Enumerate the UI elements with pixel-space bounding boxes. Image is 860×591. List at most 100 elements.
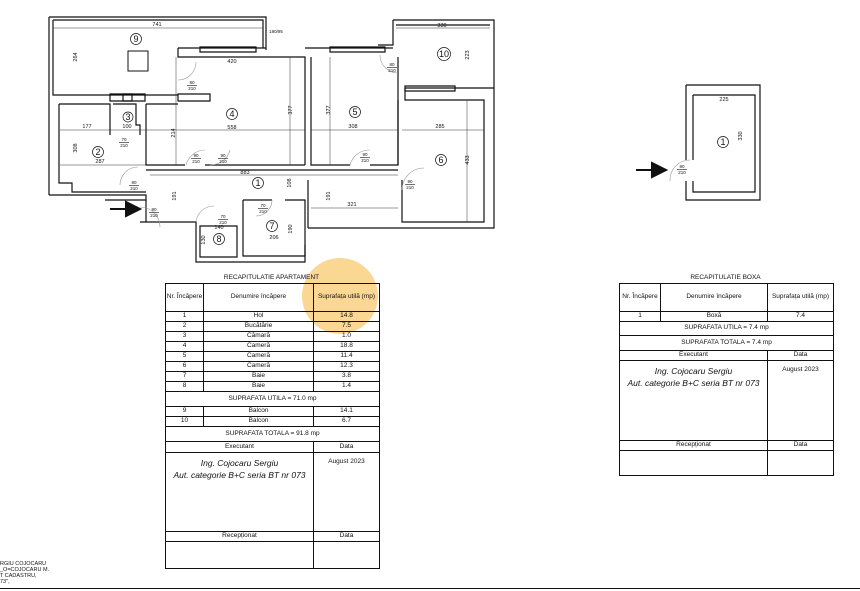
data-label-2: Data <box>767 440 834 451</box>
signature-line: RGIU COJOCARU <box>0 561 47 567</box>
cell-name: Cameră <box>203 341 314 352</box>
boxa-room-number: 1 <box>720 137 725 147</box>
door-height: 210 <box>678 170 686 175</box>
door-height: 210 <box>150 213 158 218</box>
door-width: 70 <box>121 137 127 142</box>
room-number: 1 <box>255 178 260 188</box>
cell-name: Baie <box>203 371 314 382</box>
walls <box>48 16 761 263</box>
date-value: August 2023 <box>313 452 380 532</box>
room-number: 6 <box>438 155 443 165</box>
room-number: 7 <box>269 221 274 231</box>
cell-name: Cămară <box>203 331 314 342</box>
wall <box>308 48 495 229</box>
header-nr: Nr. Încăpere <box>619 283 661 312</box>
cell-area: 18.8 <box>313 341 380 352</box>
wall <box>140 200 306 263</box>
door-width: 70 <box>260 203 266 208</box>
door-swing <box>195 205 215 223</box>
room-number: 2 <box>95 147 100 157</box>
receptionat-date-cell <box>767 450 834 476</box>
cell-area: 14.8 <box>313 311 380 322</box>
door-swing <box>209 149 231 166</box>
wall <box>52 20 178 96</box>
door-width: 90 <box>220 153 226 158</box>
cell-area: 3.8 <box>313 371 380 382</box>
dim-label: 287 <box>95 159 104 165</box>
door-height: 210 <box>388 68 396 73</box>
room-number: 4 <box>229 109 234 119</box>
data-label: Data <box>313 441 380 453</box>
dim-label: 206 <box>269 235 278 241</box>
cell-name: Balcon <box>203 416 314 427</box>
door-swing <box>119 166 139 186</box>
cell-nr: 1 <box>619 311 661 322</box>
receptionat-cell <box>165 541 314 569</box>
grand-total: SUPRAFATA TOTALA = 91.8 mp <box>165 426 380 442</box>
door-swings <box>119 54 691 228</box>
cell-nr: 9 <box>165 406 204 417</box>
wall <box>305 19 495 49</box>
cell-name: Cameră <box>203 351 314 362</box>
dim-label: 225 <box>719 97 728 103</box>
door-height: 210 <box>192 159 200 164</box>
dim-label: 330 <box>738 131 744 140</box>
dim-label: 883 <box>240 170 249 176</box>
door-width: 80 <box>131 180 137 185</box>
dim-label: 308 <box>73 143 79 152</box>
dimension-lines <box>53 27 490 222</box>
dim-label: 100 <box>122 124 131 130</box>
wall <box>53 19 264 48</box>
wall <box>242 199 306 257</box>
cell-nr: 3 <box>165 331 204 342</box>
door-swing <box>255 199 273 217</box>
cell-area: 1.0 <box>313 331 380 342</box>
wall <box>685 84 761 201</box>
dim-label: 140 <box>214 225 223 231</box>
door-width: 90 <box>193 153 199 158</box>
apartment-table-title: RECAPITULATIE APARTAMENT <box>223 274 320 281</box>
wall <box>146 48 306 165</box>
cell-area: 12.3 <box>313 361 380 372</box>
util-total: SUPRAFATA UTILA = 71.0 mp <box>165 391 380 407</box>
dim-label: 558 <box>227 125 236 131</box>
door-swing <box>379 54 399 74</box>
executant-label: Executant <box>619 350 768 361</box>
cell-nr: 5 <box>165 351 204 362</box>
signature-line: T CADASTRU, <box>0 573 37 579</box>
wall <box>404 85 456 92</box>
wall <box>199 46 257 53</box>
door-height: 210 <box>188 86 196 91</box>
door-width: 80 <box>189 80 195 85</box>
cell-nr: 4 <box>165 341 204 352</box>
dim-label: 177 <box>82 124 91 130</box>
util-total: SUPRAFATA UTILA = 7.4 mp <box>619 321 834 336</box>
date-value: August 2023 <box>767 360 834 441</box>
door-width: 90 <box>407 179 413 184</box>
wall <box>122 93 133 102</box>
wall <box>401 87 494 223</box>
header-area: Suprafața utilă (mp) <box>767 283 834 312</box>
door-height: 210 <box>259 209 267 214</box>
wall <box>329 46 386 53</box>
dim-label: 377 <box>326 105 332 114</box>
grand-total: SUPRAFATA TOTALA = 7.4 mp <box>619 335 834 351</box>
cell-nr: 10 <box>165 416 204 427</box>
header-name: Denumire încăpere <box>203 283 314 312</box>
dim-label: 330 <box>437 23 446 29</box>
cell-area: 1.4 <box>313 381 380 392</box>
